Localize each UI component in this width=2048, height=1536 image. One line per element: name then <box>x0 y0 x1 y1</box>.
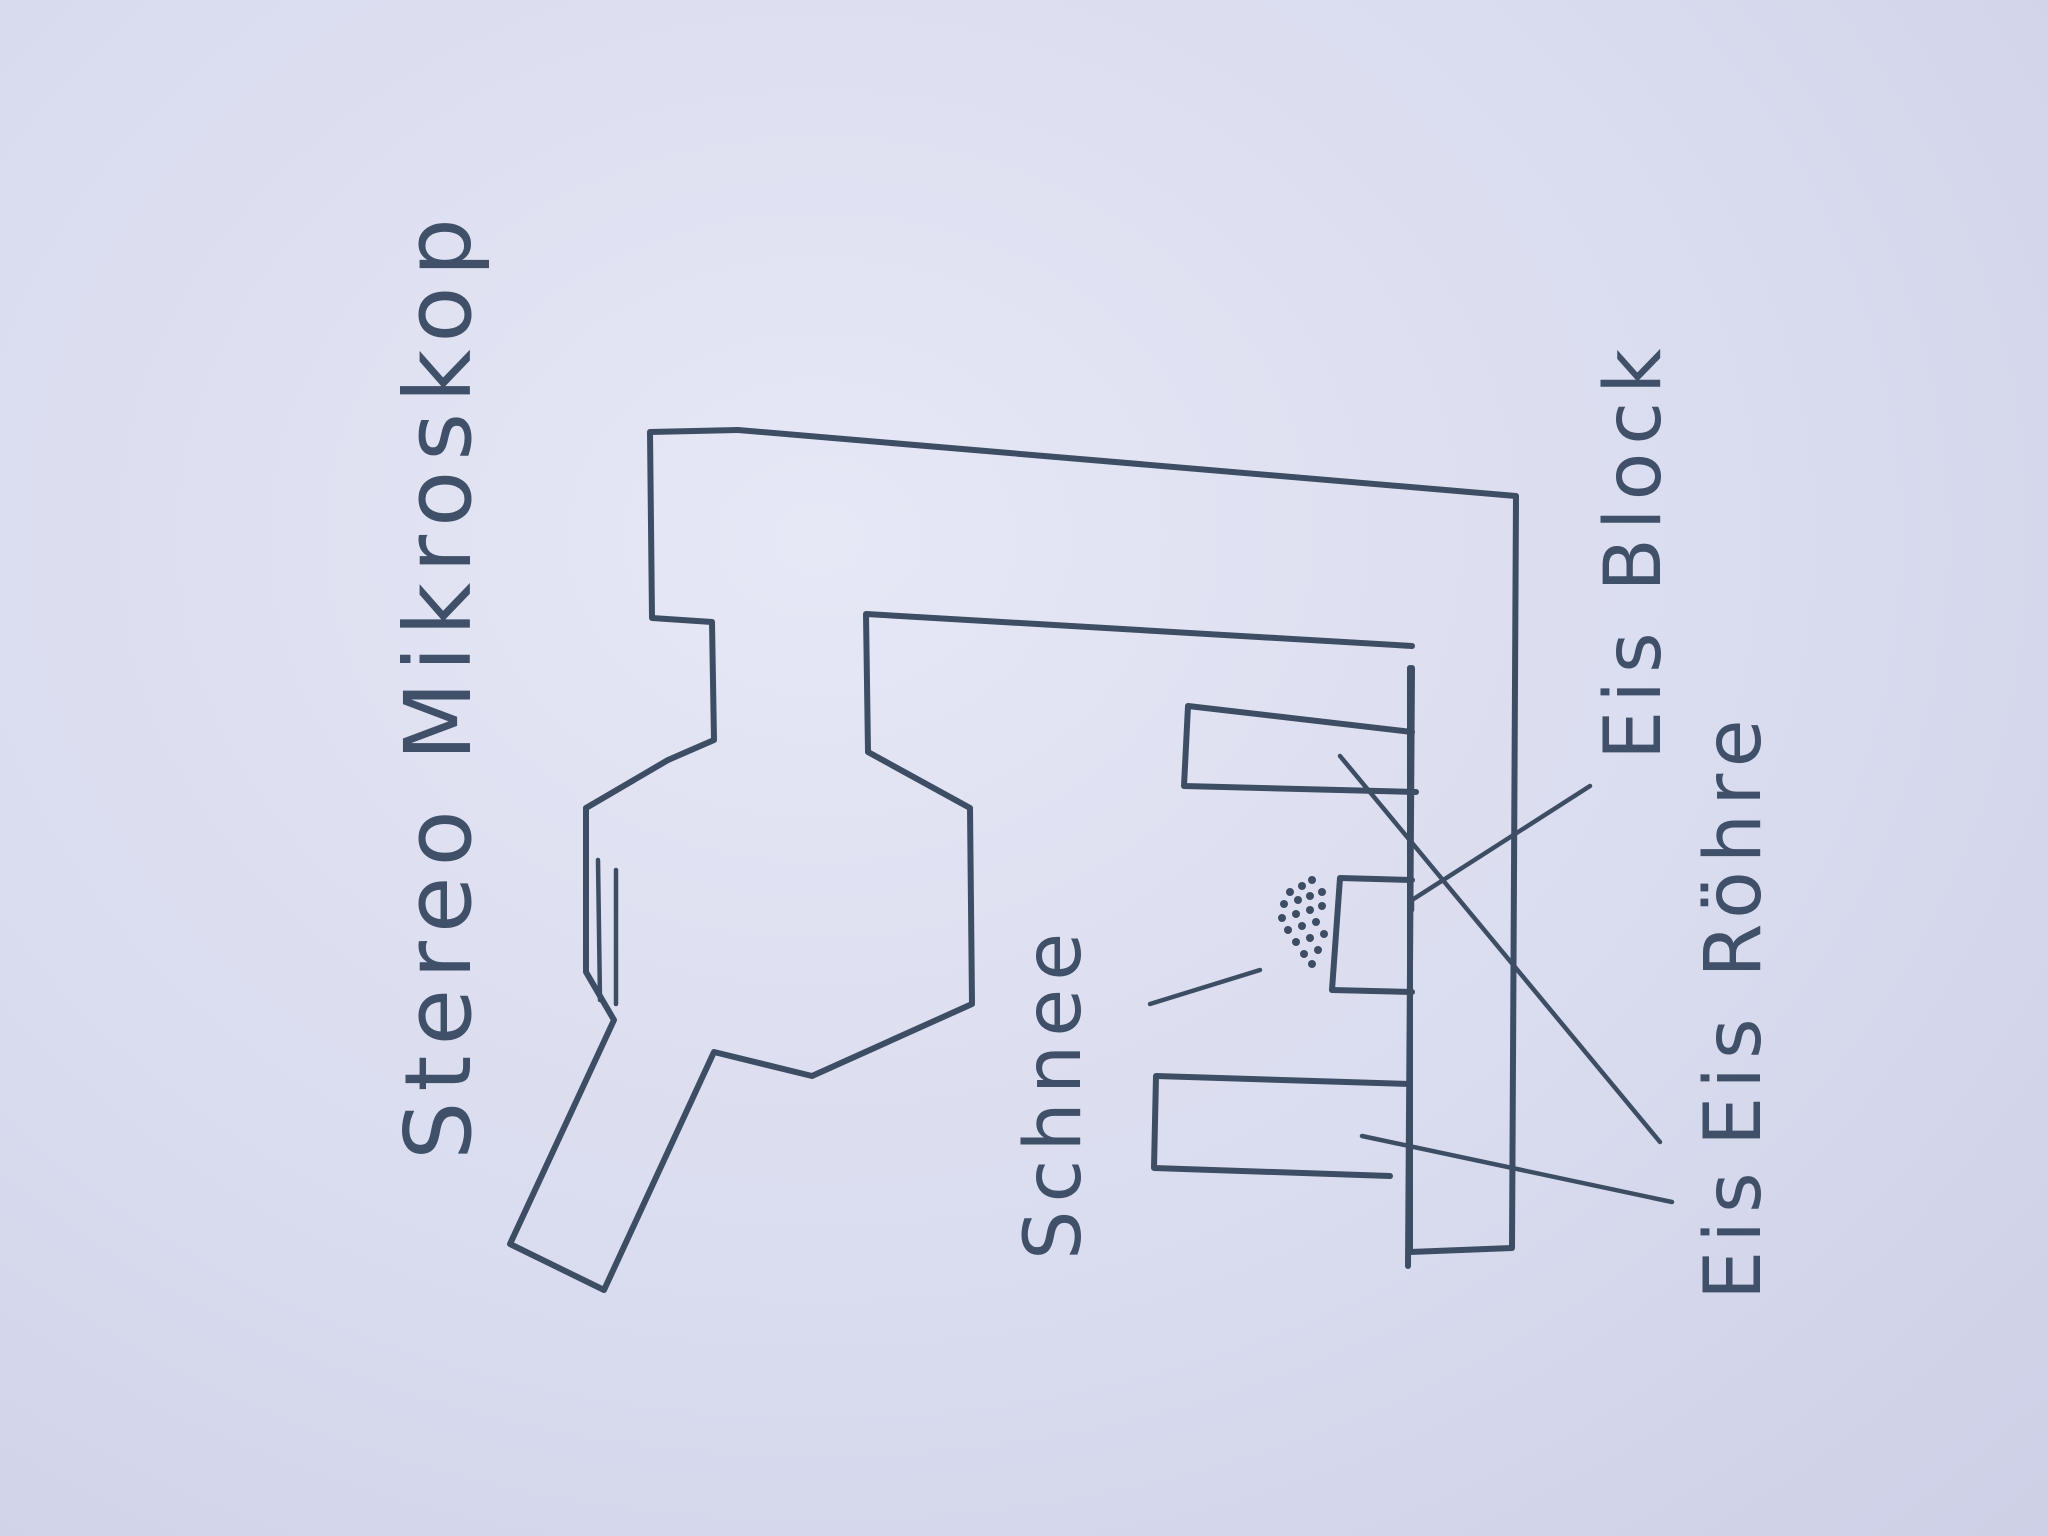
snow-pointer <box>1150 970 1260 1004</box>
label-ice-tube-word: Eis <box>1689 1164 1779 1300</box>
snow-particles <box>1278 876 1328 968</box>
ice-tube-top <box>1184 706 1416 792</box>
label-snow: Schnee <box>1009 925 1099 1260</box>
ice-block-pointer <box>1412 786 1590 900</box>
eyepiece-detail <box>598 860 600 1000</box>
microscope-body-outline <box>510 430 1412 1290</box>
label-ice-tube: Eis Röhre <box>1689 711 1779 1146</box>
diagram-title: Stereo Mikroskop <box>385 208 492 1160</box>
ice-tube-bottom <box>1154 1076 1410 1176</box>
ice-block <box>1332 878 1412 992</box>
stage-line <box>1408 668 1412 1266</box>
label-ice-block: Eis Block <box>1589 341 1679 760</box>
microscope-stand <box>738 430 1516 1252</box>
